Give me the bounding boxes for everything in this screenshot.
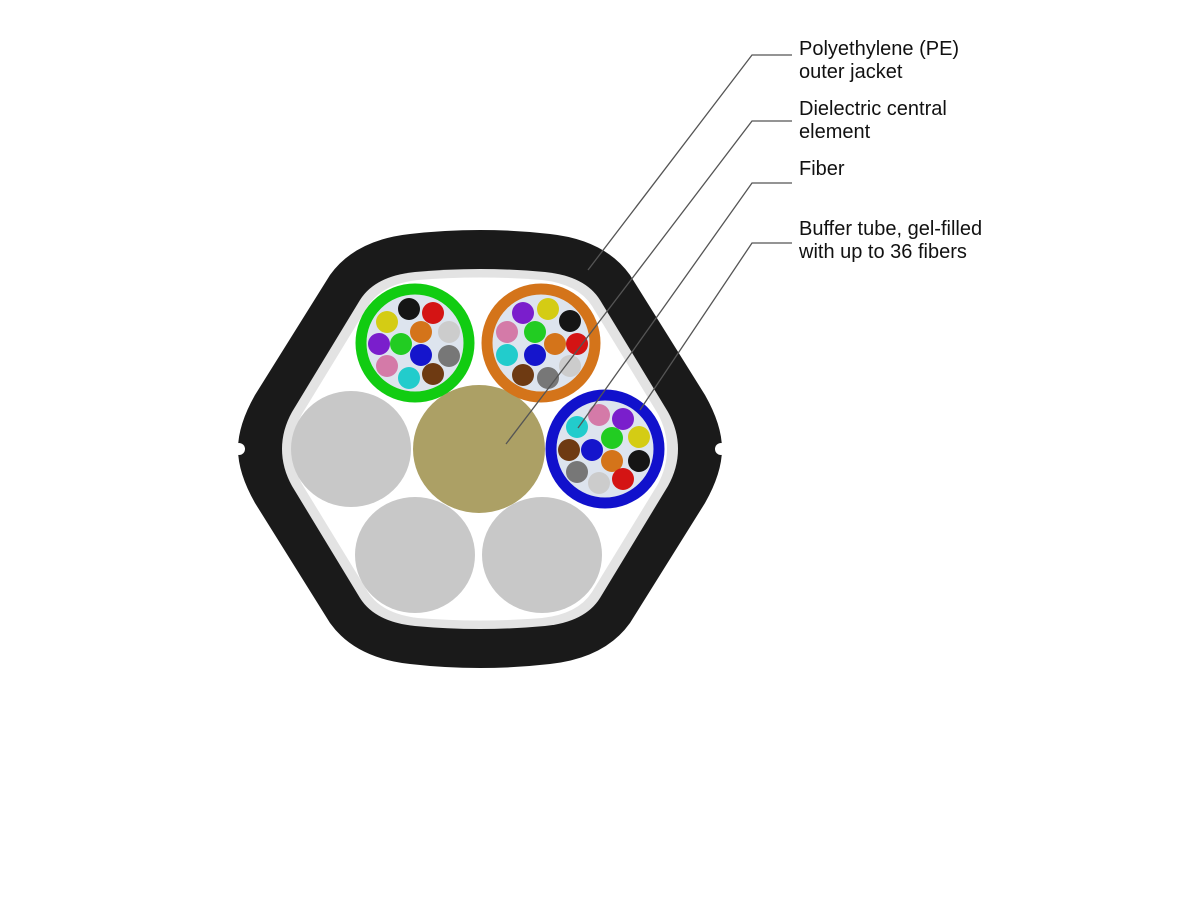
label-line: element: [799, 121, 871, 143]
fiber: [588, 472, 610, 494]
fiber: [496, 321, 518, 343]
fiber: [524, 344, 546, 366]
label-line: Polyethylene (PE): [799, 38, 960, 60]
filler-rod: [291, 391, 411, 507]
fiber: [559, 355, 581, 377]
fiber: [559, 310, 581, 332]
fiber: [410, 344, 432, 366]
fiber: [628, 450, 650, 472]
label-line: Buffer tube, gel-filled: [799, 218, 983, 240]
fiber: [612, 408, 634, 430]
leader-line-fiber: [577, 182, 792, 429]
fiber: [524, 321, 546, 343]
fiber: [558, 439, 580, 461]
fiber: [512, 302, 534, 324]
label-pe-jacket: Polyethylene (PE) outer jacket: [799, 38, 959, 84]
label-central-element: Dielectric central element: [799, 98, 947, 144]
fiber: [376, 355, 398, 377]
label-buffer-tube: Buffer tube, gel-filled with up to 36 fi…: [799, 218, 982, 264]
fiber: [368, 333, 390, 355]
fiber: [537, 298, 559, 320]
fiber: [410, 321, 432, 343]
fiber: [566, 333, 588, 355]
fiber: [422, 363, 444, 385]
fiber: [544, 333, 566, 355]
fiber: [390, 333, 412, 355]
label-line: with up to 36 fibers: [799, 241, 967, 263]
fiber: [512, 364, 534, 386]
filler-rod: [482, 497, 602, 613]
leader-line-buffer-tube: [639, 242, 792, 411]
label-line: outer jacket: [799, 61, 903, 83]
fiber: [438, 321, 460, 343]
fiber: [581, 439, 603, 461]
jacket-notch-right: [715, 443, 727, 455]
fiber: [398, 298, 420, 320]
label-fiber: Fiber: [799, 158, 845, 181]
fiber: [537, 367, 559, 389]
jacket-notch-left: [233, 443, 245, 455]
filler-rod: [355, 497, 475, 613]
fiber: [398, 367, 420, 389]
fiber: [601, 427, 623, 449]
fiber: [588, 404, 610, 426]
fiber: [566, 461, 588, 483]
dielectric-central-element: [413, 385, 545, 513]
leader-line-central-element: [505, 120, 792, 445]
fiber: [438, 345, 460, 367]
fiber: [422, 302, 444, 324]
fiber: [496, 344, 518, 366]
label-line: Dielectric central: [799, 98, 947, 120]
fiber: [601, 450, 623, 472]
leader-line-jacket: [587, 54, 792, 271]
fiber: [628, 426, 650, 448]
label-line: Fiber: [799, 158, 845, 180]
fiber: [612, 468, 634, 490]
fiber: [376, 311, 398, 333]
